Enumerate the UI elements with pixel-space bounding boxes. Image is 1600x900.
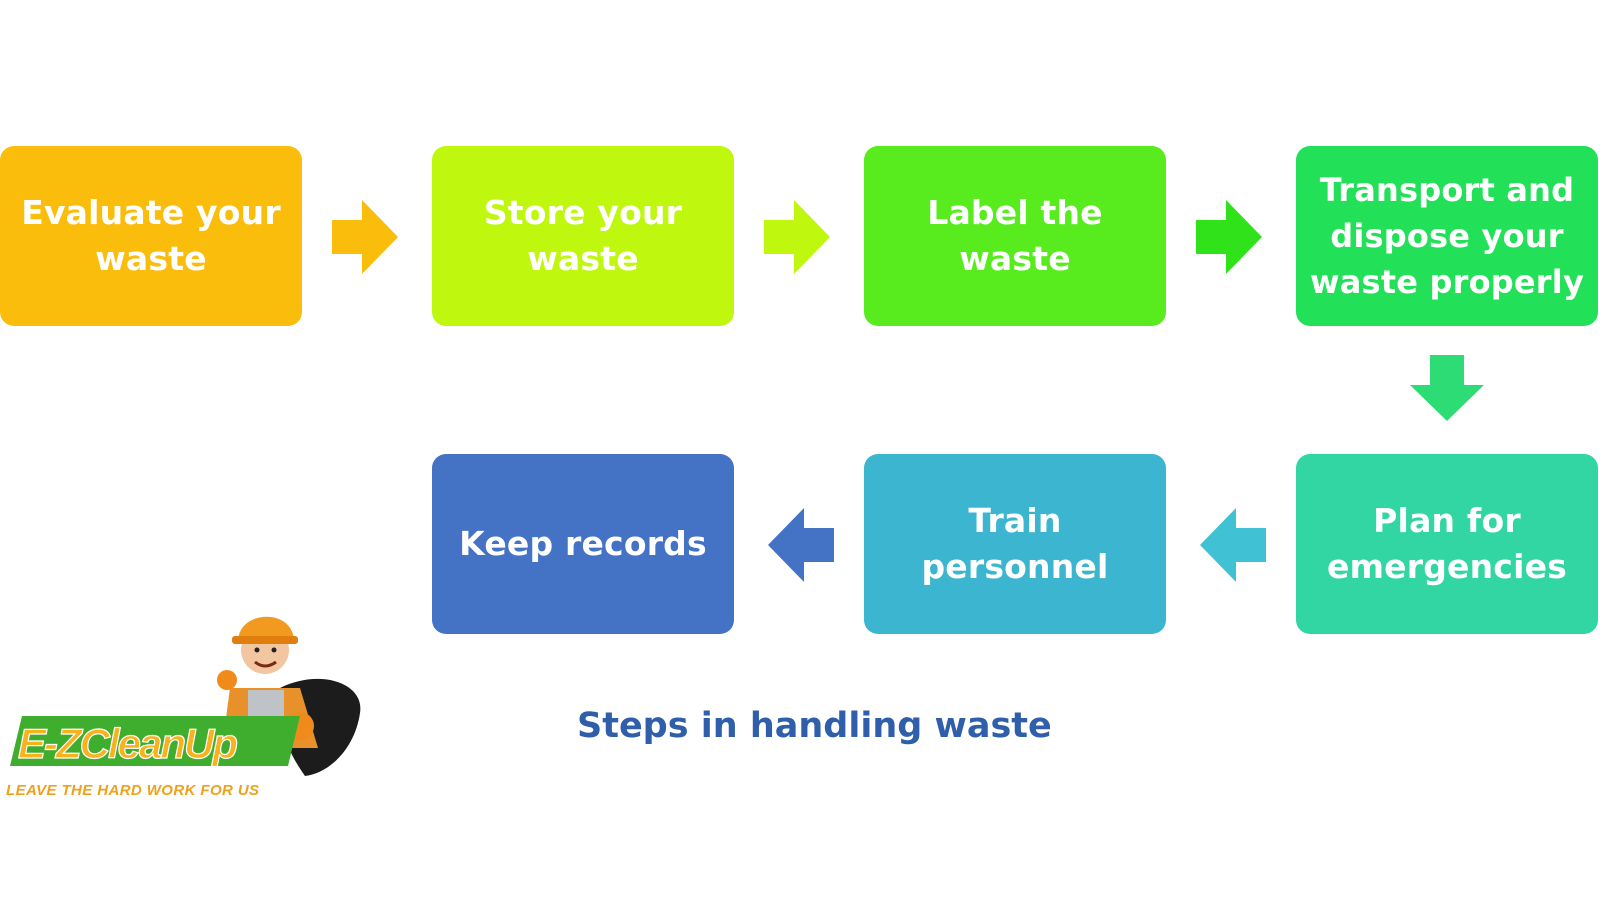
diagram-caption: Steps in handling waste bbox=[577, 706, 1052, 746]
step-label: Transport and dispose your waste properl… bbox=[1309, 171, 1585, 301]
arrow-right-icon bbox=[1196, 200, 1262, 274]
arrow-left-icon bbox=[1200, 508, 1266, 582]
logo-brand-text: E-ZCleanUp bbox=[18, 720, 237, 767]
step-train-personnel: Train personnel bbox=[864, 454, 1166, 634]
step-label: Label the waste bbox=[927, 193, 1103, 278]
step-evaluate-waste: Evaluate your waste bbox=[0, 146, 302, 326]
arrow-right-icon bbox=[764, 200, 830, 274]
step-label: Keep records bbox=[459, 524, 707, 563]
arrow-down-icon bbox=[1410, 355, 1484, 421]
step-label: Store your waste bbox=[483, 193, 683, 278]
step-label: Plan for emergencies bbox=[1326, 501, 1568, 586]
step-store-waste: Store your waste bbox=[432, 146, 734, 326]
step-plan-emergencies: Plan for emergencies bbox=[1296, 454, 1598, 634]
step-label: Train personnel bbox=[921, 501, 1109, 586]
logo-tagline: LEAVE THE HARD WORK FOR US bbox=[6, 782, 260, 799]
arrow-right-icon bbox=[332, 200, 398, 274]
step-keep-records: Keep records bbox=[432, 454, 734, 634]
arrow-left-icon bbox=[768, 508, 834, 582]
step-label: Evaluate your waste bbox=[21, 193, 281, 278]
ez-cleanup-logo: E-ZCleanUp bbox=[10, 616, 361, 776]
step-label-waste: Label the waste bbox=[864, 146, 1166, 326]
step-transport-dispose: Transport and dispose your waste properl… bbox=[1296, 146, 1598, 326]
